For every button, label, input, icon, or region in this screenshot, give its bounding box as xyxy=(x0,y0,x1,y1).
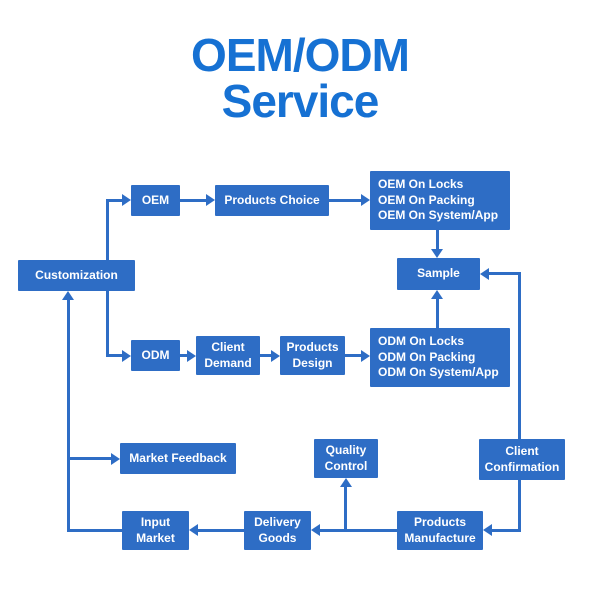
connector-odm-options-to-sample xyxy=(436,299,439,328)
connector-customization-to-oem-horizontal xyxy=(106,199,123,202)
arrowhead-into-client-demand xyxy=(187,350,196,362)
connector-customization-to-odm-vertical xyxy=(106,291,109,357)
arrowhead-into-products-design xyxy=(271,350,280,362)
connector-confirmation-to-sample-vertical xyxy=(518,272,521,439)
arrowhead-into-sample-right xyxy=(480,268,489,280)
node-client-demand: Client Demand xyxy=(196,336,260,375)
arrowhead-into-odm-options xyxy=(361,350,370,362)
arrowhead-into-sample-bottom xyxy=(431,290,443,299)
node-sample: Sample xyxy=(397,258,480,290)
connector-rail-to-market-feedback xyxy=(68,457,112,460)
connector-customization-to-odm-horizontal xyxy=(106,354,123,357)
connector-input-market-to-left-rail xyxy=(68,529,122,532)
node-products-design: Products Design xyxy=(280,336,345,375)
arrowhead-into-oem xyxy=(122,194,131,206)
arrowhead-into-odm xyxy=(122,350,131,362)
connector-delivery-to-input-market xyxy=(198,529,244,532)
page-title: OEM/ODM Service Service xyxy=(0,32,600,152)
node-oem-options: OEM On Locks OEM On Packing OEM On Syste… xyxy=(370,171,510,230)
title-line2: Service xyxy=(221,75,380,127)
connector-oem-to-products-choice xyxy=(180,199,207,202)
connector-products-design-to-odm-options xyxy=(345,354,362,357)
connector-line-to-quality-control xyxy=(344,487,347,531)
connector-products-choice-to-oem-options xyxy=(329,199,362,202)
node-oem: OEM xyxy=(131,185,180,216)
arrowhead-into-customization xyxy=(62,291,74,300)
title-line1: OEM/ODM xyxy=(191,29,410,81)
node-market-feedback: Market Feedback xyxy=(120,443,236,474)
arrowhead-into-sample-top xyxy=(431,249,443,258)
arrowhead-into-input-market xyxy=(189,524,198,536)
title-reflection: Service xyxy=(0,124,600,152)
node-client-confirmation: Client Confirmation xyxy=(479,439,565,480)
connector-odm-to-client-demand xyxy=(180,354,188,357)
connector-oem-options-to-sample xyxy=(436,230,439,250)
arrowhead-into-products-choice xyxy=(206,194,215,206)
node-products-manufacture: Products Manufacture xyxy=(397,511,483,550)
arrowhead-into-products-manufacture xyxy=(483,524,492,536)
node-odm: ODM xyxy=(131,340,180,371)
connector-customization-to-oem-vertical xyxy=(106,200,109,260)
node-quality-control: Quality Control xyxy=(314,439,378,478)
node-input-market: Input Market xyxy=(122,511,189,550)
connector-client-demand-to-products-design xyxy=(260,354,272,357)
connector-left-rail-vertical xyxy=(67,300,70,532)
arrowhead-into-oem-options xyxy=(361,194,370,206)
connector-confirmation-to-manufacture-horizontal xyxy=(492,529,520,532)
connector-confirmation-to-sample-horizontal xyxy=(489,272,520,275)
arrowhead-into-delivery-goods xyxy=(311,524,320,536)
node-odm-options: ODM On Locks ODM On Packing ODM On Syste… xyxy=(370,328,510,387)
node-delivery-goods: Delivery Goods xyxy=(244,511,311,550)
node-products-choice: Products Choice xyxy=(215,185,329,216)
connector-confirmation-to-manufacture-vertical xyxy=(518,480,521,532)
arrowhead-into-market-feedback xyxy=(111,453,120,465)
node-customization: Customization xyxy=(18,260,135,291)
connector-manufacture-to-delivery xyxy=(320,529,397,532)
arrowhead-into-quality-control xyxy=(340,478,352,487)
